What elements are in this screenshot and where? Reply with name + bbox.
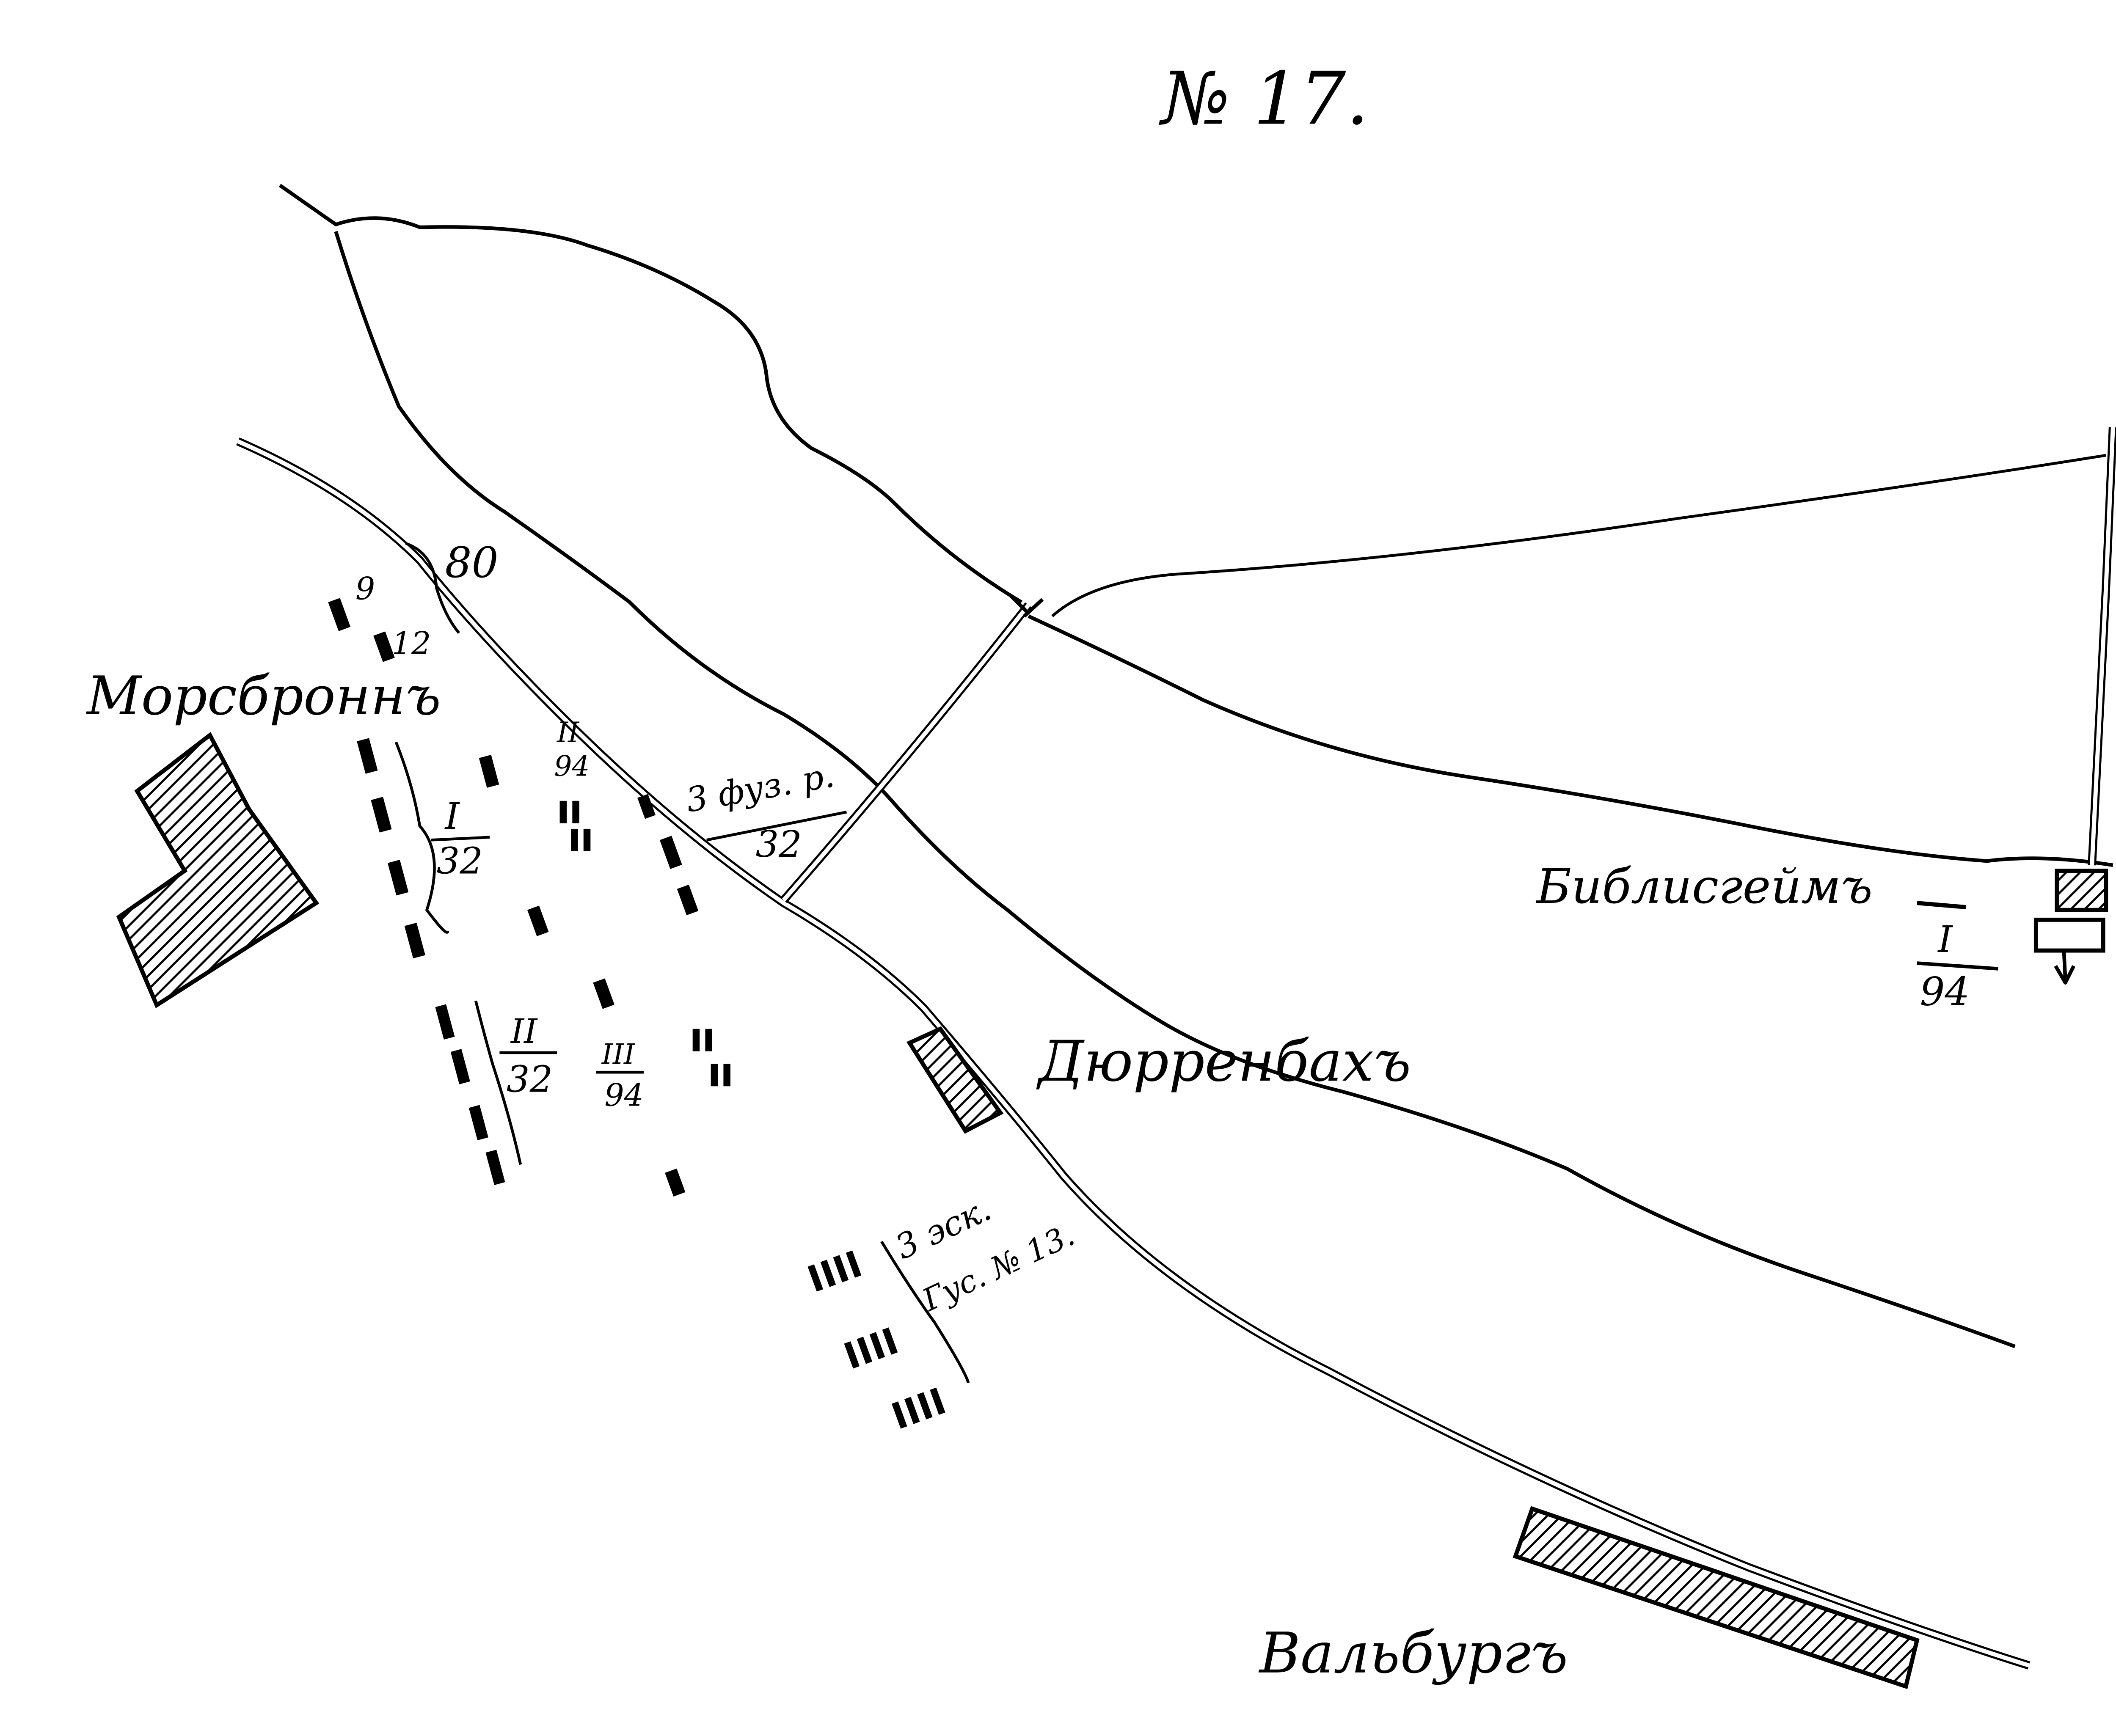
unit-denominator: 94 [554, 750, 590, 782]
main-road-inner [237, 439, 2030, 1667]
brace-i32 [394, 741, 449, 934]
troop-mark [637, 794, 656, 819]
label-morsbronn: Морсброннъ [86, 665, 441, 727]
ridge-line [1051, 454, 2106, 617]
troop-mark [659, 836, 682, 869]
dash-biblisheim [1917, 901, 1966, 910]
unit-denominator: 32 [507, 1059, 553, 1101]
cavalry-squadron-mark: IIII [839, 1320, 904, 1378]
troop-mark [387, 860, 409, 896]
fraction-line [706, 810, 847, 842]
unit-denominator: 32 [755, 823, 802, 866]
stream-upper [278, 184, 1022, 604]
troop-mark [711, 1064, 718, 1087]
troop-mark [468, 1105, 488, 1141]
bridge-road-inner [782, 603, 1030, 902]
brace-ii32 [474, 1000, 522, 1165]
troop-mark [527, 905, 549, 936]
village-durrenbach [906, 1026, 1004, 1134]
label-biblisheim: Библисгеймъ [1535, 859, 1872, 914]
fraction-line [431, 836, 490, 842]
troop-mark [593, 978, 614, 1009]
unit-numerator: I [1937, 919, 1953, 961]
unit-numerator: II [510, 1012, 538, 1051]
troop-mark [559, 801, 567, 823]
road-north-inner [2090, 427, 2115, 866]
village-walburg [1513, 1506, 1920, 1689]
troop-mark [583, 828, 591, 851]
brace-80 [405, 542, 460, 634]
brace-hussars [880, 1241, 970, 1384]
troop-mark [677, 884, 699, 916]
hussar-line-1: 3 эск. [889, 1189, 997, 1267]
troop-mark [357, 738, 378, 774]
unit-numerator: 3 фуз. р. [683, 755, 837, 820]
troop-marks: IIII IIII IIII [328, 598, 951, 1438]
stream-lower [1028, 614, 2113, 867]
cavalry-squadron-mark: IIII [886, 1380, 951, 1438]
troop-mark [371, 797, 392, 833]
village-biblisheim [2055, 869, 2108, 912]
unit-iii-94: III 94 [596, 1038, 644, 1114]
label-durrenbach: Дюрренбахъ [1036, 1029, 1411, 1094]
unit-numerator: III [601, 1038, 636, 1070]
village-morsbronn [116, 732, 320, 1008]
troop-mark [572, 801, 579, 823]
troop-mark [373, 631, 395, 662]
map-number-title: № 17. [1158, 56, 1369, 141]
troop-mark [571, 828, 578, 851]
unit-ii-94: II 94 [554, 716, 590, 782]
unit-i-94-biblisheim: I 94 [1917, 919, 1998, 1015]
troop-mark [404, 922, 425, 959]
stream-middle [334, 231, 2016, 1348]
troop-mark [479, 754, 499, 788]
unit-numerator: II [557, 716, 580, 749]
unit-i-32: I 32 [431, 795, 490, 883]
unit-denominator: 94 [1920, 969, 1970, 1015]
troop-mark [705, 1029, 712, 1051]
troop-mark [450, 1049, 470, 1084]
troop-mark [665, 1168, 686, 1197]
fraction-line [1917, 961, 1998, 971]
unit-denominator: 94 [604, 1078, 644, 1114]
unit-label-12: 12 [392, 626, 431, 662]
unit-numerator: I [444, 795, 460, 838]
label-walburg: Вальбургъ [1259, 1621, 1568, 1686]
troop-mark [328, 598, 351, 631]
unit-denominator: 32 [437, 840, 483, 883]
troop-mark [692, 1029, 700, 1051]
troop-mark [435, 1004, 455, 1040]
unit-ii-32: II 32 [499, 1012, 557, 1101]
troop-mark [485, 1150, 505, 1185]
bridge-icon [1009, 594, 1044, 618]
arrow-down-icon [2054, 952, 2076, 985]
unit-label-9: 9 [355, 571, 375, 607]
cavalry-squadron-mark: IIII [802, 1243, 868, 1301]
unit-label-80: 80 [445, 539, 498, 587]
cavalry-unit-biblisheim [2033, 917, 2105, 953]
troop-mark [723, 1064, 730, 1087]
